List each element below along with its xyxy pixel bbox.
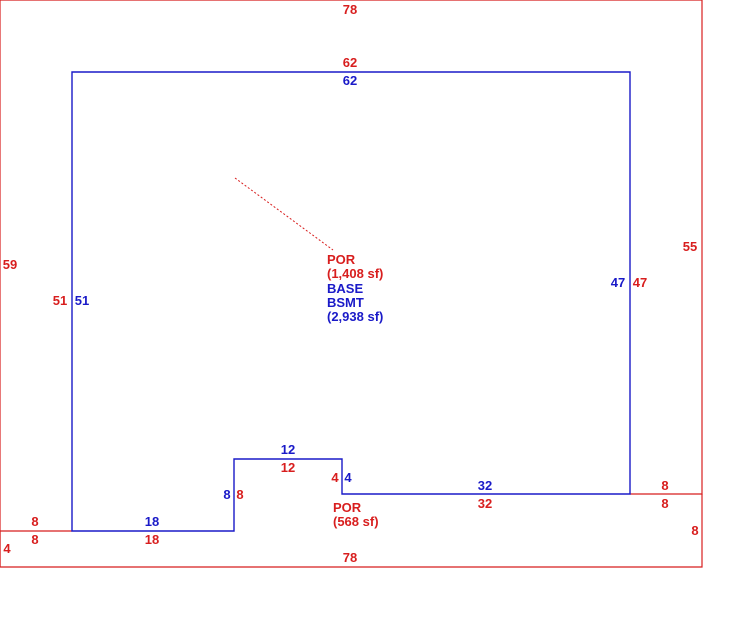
base-dim-notch-top-blue: 12 xyxy=(281,442,295,457)
base-dim-notch-right-blue: 4 xyxy=(344,470,352,485)
base-dim-notch-left-blue: 8 xyxy=(223,487,230,502)
outer-dim-top: 78 xyxy=(343,2,357,17)
base-footprint xyxy=(71,71,631,532)
base-dim-notch-top-red: 12 xyxy=(281,460,295,475)
outer-dim-step-right-top: 8 xyxy=(661,478,668,493)
outer-dim-bottom: 78 xyxy=(343,550,357,565)
base-dim-bottom-left-red: 18 xyxy=(145,532,159,547)
por-outer-lower-right xyxy=(0,494,703,568)
base-dim-bottom-right-blue: 32 xyxy=(478,478,492,493)
base-dim-bottom-right-red: 32 xyxy=(478,496,492,511)
outer-dim-step-left-bottom: 8 xyxy=(31,532,38,547)
por-area: (1,408 sf) xyxy=(327,266,383,281)
outer-dim-step-left-top: 8 xyxy=(31,514,38,529)
base-dim-right-red: 47 xyxy=(633,275,647,290)
label-leader-line xyxy=(234,177,334,251)
outer-dim-step-right-bottom: 8 xyxy=(661,496,668,511)
base-dim-notch-right-red: 4 xyxy=(331,470,339,485)
por2-area: (568 sf) xyxy=(333,514,379,529)
base-dim-top-blue: 62 xyxy=(343,73,357,88)
por2-label: POR xyxy=(333,500,362,515)
outer-dim-step-left-side: 4 xyxy=(3,541,11,556)
por-outer-boundary xyxy=(0,0,703,495)
base-dim-notch-left-red: 8 xyxy=(236,487,243,502)
outer-dim-right: 55 xyxy=(683,239,697,254)
bsmt-label: BSMT xyxy=(327,295,364,310)
bsmt-area: (2,938 sf) xyxy=(327,309,383,324)
base-label: BASE xyxy=(327,281,363,296)
base-dim-bottom-left-blue: 18 xyxy=(145,514,159,529)
por-label: POR xyxy=(327,252,356,267)
base-dim-top-red: 62 xyxy=(343,55,357,70)
base-dim-right-blue: 47 xyxy=(611,275,625,290)
outer-dim-step-bottom-right: 8 xyxy=(691,523,698,538)
outer-dim-left: 59 xyxy=(3,257,17,272)
base-dim-left-red: 51 xyxy=(53,293,67,308)
base-dim-left-blue: 51 xyxy=(75,293,89,308)
